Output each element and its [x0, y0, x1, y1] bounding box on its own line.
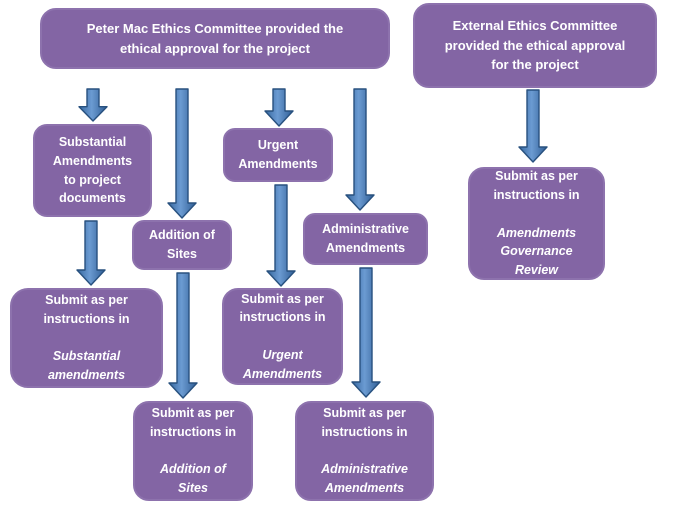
submit-governance-text: Submit as per instructions in: [493, 169, 580, 202]
submit-addition-text: Submit as per instructions in: [149, 406, 237, 439]
arrow-substantial-to-submit: [76, 220, 106, 286]
node-submit-substantial: Submit as per instructions in Substantia…: [10, 288, 163, 388]
node-submit-addition-label: Submit as per instructions in Addition o…: [150, 385, 236, 516]
submit-administrative-doc-name: Administrative Amendments: [321, 462, 408, 496]
node-administrative-amendments: Administrative Amendments: [303, 213, 428, 265]
node-submit-governance: Submit as per instructions in Amendments…: [468, 167, 605, 280]
node-addition-of-sites: Addition of Sites: [132, 220, 232, 270]
node-submit-addition: Submit as per instructions in Addition o…: [133, 401, 253, 501]
node-peter-mac-ethics: Peter Mac Ethics Committee provided the …: [40, 8, 390, 69]
submit-urgent-doc-name: Urgent Amendments: [242, 347, 323, 381]
arrow-peter-mac-to-urgent: [264, 88, 294, 127]
node-urgent-amendments: Urgent Amendments: [223, 128, 333, 182]
node-external-ethics: External Ethics Committee provided the e…: [413, 3, 657, 88]
submit-substantial-text: Submit as per instructions in: [43, 293, 130, 326]
node-substantial-amendments-label: Substantial Amendments to project docume…: [52, 135, 133, 206]
node-submit-urgent-label: Submit as per instructions in Urgent Ame…: [239, 271, 325, 402]
submit-addition-doc-name: Addition of Sites: [160, 462, 226, 496]
submit-substantial-doc-name: Substantial amendments: [47, 349, 126, 383]
node-submit-administrative-label: Submit as per instructions in Administra…: [321, 385, 408, 516]
arrow-external-to-submit: [518, 89, 548, 163]
node-submit-substantial-label: Submit as per instructions in Substantia…: [43, 272, 129, 403]
arrow-peter-mac-to-substantial: [78, 88, 108, 122]
submit-administrative-text: Submit as per instructions in: [321, 406, 408, 439]
submit-governance-doc-name: Amendments Governance Review: [496, 225, 577, 278]
node-submit-governance-label: Submit as per instructions in Amendments…: [493, 149, 579, 299]
submit-urgent-text: Submit as per instructions in: [239, 291, 326, 325]
node-urgent-amendments-label: Urgent Amendments: [238, 138, 318, 171]
arrow-urgent-to-submit: [266, 184, 296, 287]
node-submit-urgent: Submit as per instructions in Urgent Ame…: [222, 288, 343, 385]
node-peter-mac-ethics-label: Peter Mac Ethics Committee provided the …: [86, 21, 344, 56]
arrow-addition-to-submit: [168, 272, 198, 399]
arrow-peter-mac-to-administrative: [345, 88, 375, 211]
node-external-ethics-label: External Ethics Committee provided the e…: [444, 18, 626, 73]
node-administrative-amendments-label: Administrative Amendments: [322, 222, 409, 255]
node-substantial-amendments: Substantial Amendments to project docume…: [33, 124, 152, 217]
node-submit-administrative: Submit as per instructions in Administra…: [295, 401, 434, 501]
arrow-administrative-to-submit: [351, 267, 381, 398]
arrow-peter-mac-to-addition: [167, 88, 197, 219]
node-addition-of-sites-label: Addition of Sites: [149, 228, 215, 261]
